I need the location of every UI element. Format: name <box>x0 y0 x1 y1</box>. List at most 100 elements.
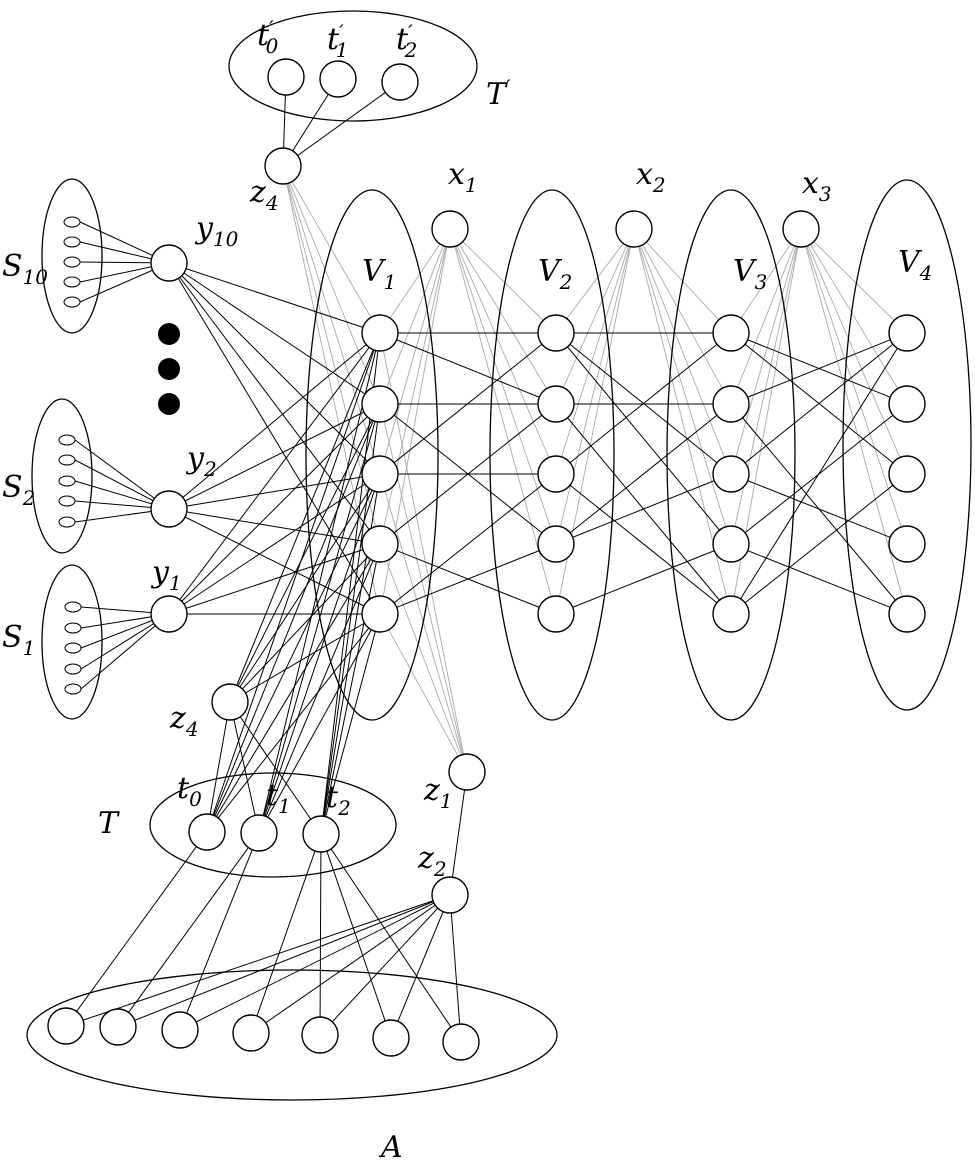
node-x3-label: x3 <box>802 166 832 206</box>
edge <box>800 228 908 334</box>
group-Tp-label: T′ <box>486 75 511 112</box>
edge <box>449 228 557 545</box>
group-S1-label-letter: S <box>2 620 23 655</box>
edge <box>730 473 908 615</box>
node-x2 <box>615 210 653 248</box>
edge <box>168 508 381 545</box>
edge <box>80 613 170 690</box>
edge <box>282 165 381 405</box>
node-t1p-label-subscript: 1 <box>336 38 349 62</box>
edge <box>730 332 908 405</box>
node-y10-label-subscript: 10 <box>213 227 239 251</box>
edge <box>555 332 732 545</box>
group-S10-label-subscript: 10 <box>23 265 49 289</box>
group-T-ellipse <box>149 772 397 878</box>
node-t0p-label-letter: t <box>257 18 270 53</box>
node-t0p <box>267 58 305 96</box>
edge <box>250 894 451 1034</box>
node-t0p-label: t′0 <box>257 16 279 58</box>
edge <box>229 403 381 703</box>
node-t0 <box>188 813 226 851</box>
node-t2 <box>302 815 340 853</box>
edge <box>229 332 381 703</box>
edge <box>555 228 635 405</box>
node-y2-label-subscript: 2 <box>203 457 217 481</box>
edge <box>800 228 908 615</box>
A-node-6 <box>442 1023 480 1061</box>
group-S10-element-3 <box>63 276 81 288</box>
edge <box>168 543 381 615</box>
ellipsis-dots <box>158 323 180 415</box>
group-S10-element-1 <box>63 236 81 248</box>
edge <box>206 403 381 833</box>
node-x2-label-letter: x <box>636 157 653 192</box>
V3-node-2 <box>712 455 750 493</box>
edge <box>555 473 732 615</box>
edge <box>229 701 260 834</box>
node-z1 <box>448 753 486 791</box>
edge <box>258 332 381 834</box>
node-z1-label-letter: z <box>423 773 440 808</box>
node-y1-label-subscript: 1 <box>169 571 182 595</box>
edge <box>250 833 322 1034</box>
group-A-ellipse <box>26 969 558 1101</box>
edge <box>555 228 635 475</box>
edge <box>730 332 908 615</box>
V2-node-0 <box>537 314 575 352</box>
edge <box>282 165 381 334</box>
A-node-3 <box>232 1014 270 1052</box>
group-V4-label: V4 <box>898 245 932 285</box>
node-z4top <box>264 147 302 185</box>
node-z4top-label-subscript: 4 <box>265 191 279 215</box>
edge <box>229 543 381 703</box>
node-t2p-label-prime: ′ <box>408 20 413 44</box>
node-circles <box>47 58 926 1061</box>
node-z4bot-label-letter: z <box>169 701 186 736</box>
ellipsis-dot-2 <box>158 393 180 415</box>
group-S2-label-letter: S <box>2 470 23 505</box>
group-S1-label: S1 <box>2 620 35 660</box>
group-V2-label-subscript: 2 <box>559 270 573 294</box>
group-S1-element-1 <box>64 622 82 634</box>
black-edges <box>65 76 908 1043</box>
group-V2-label-letter: V <box>538 254 563 289</box>
node-t1p-label-letter: t <box>327 22 340 57</box>
node-z2 <box>431 876 469 914</box>
edge <box>320 833 392 1039</box>
A-node-1 <box>99 1008 137 1046</box>
edge <box>319 894 451 1036</box>
ellipsis-dot-0 <box>158 323 180 345</box>
group-S10-label: S10 <box>2 249 48 289</box>
node-x1-label: x1 <box>448 157 478 197</box>
group-S1-element-2 <box>64 642 82 654</box>
edge <box>379 543 468 773</box>
edge <box>379 332 557 475</box>
edge <box>555 228 635 334</box>
group-S10-element-0 <box>63 216 81 228</box>
edge <box>168 473 381 615</box>
node-t2-label: t2 <box>326 780 351 820</box>
V4-node-2 <box>888 455 926 493</box>
node-t2p-label-subscript: 2 <box>404 38 418 62</box>
edge <box>730 473 908 545</box>
node-t0p-label-prime: ′ <box>269 16 274 40</box>
edge <box>800 228 908 545</box>
node-y10-label: y10 <box>194 211 239 251</box>
node-y1 <box>150 595 188 633</box>
group-S10-element-4 <box>63 296 81 308</box>
group-S1-element-3 <box>64 663 82 675</box>
V2-node-3 <box>537 525 575 563</box>
V3-node-1 <box>712 385 750 423</box>
group-V1-label-subscript: 1 <box>384 270 397 294</box>
edge <box>730 228 802 334</box>
node-z2-label: z2 <box>417 841 447 881</box>
node-x1-label-letter: x <box>448 157 465 192</box>
node-t1 <box>240 814 278 852</box>
edge <box>730 332 908 475</box>
edge <box>229 701 322 835</box>
edge <box>633 228 732 475</box>
group-V4-label-letter: V <box>898 245 923 280</box>
edge <box>206 543 381 833</box>
node-x3 <box>782 210 820 248</box>
V4-node-3 <box>888 525 926 563</box>
